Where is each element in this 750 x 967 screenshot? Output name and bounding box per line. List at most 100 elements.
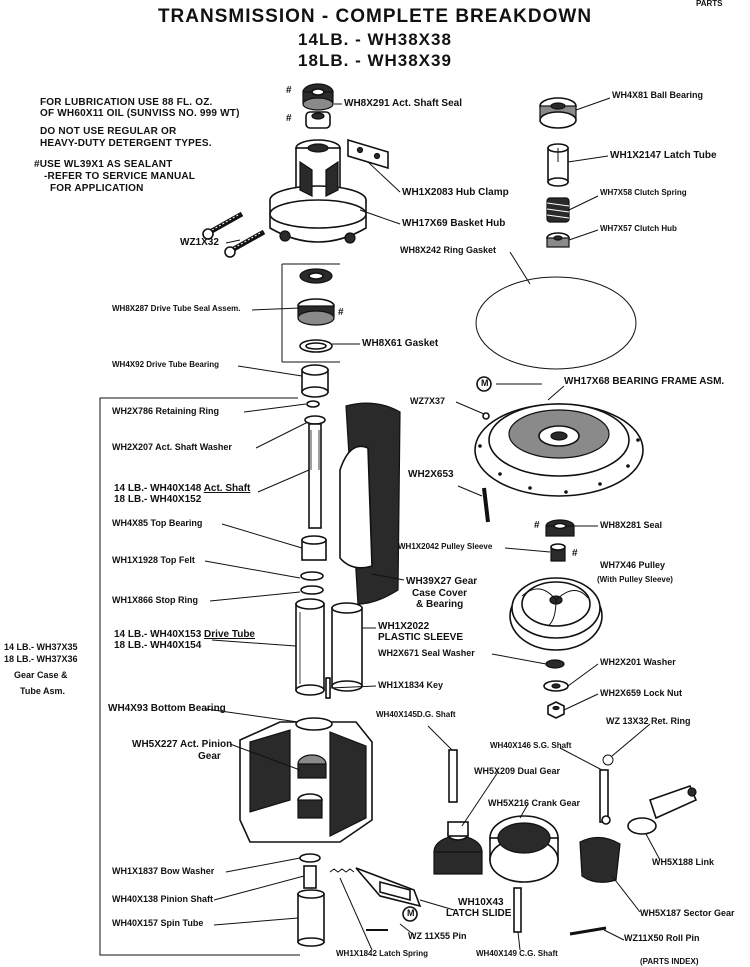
note-line-7: FOR APPLICATION — [50, 183, 144, 194]
label-drive-tube-14: 14 LB.- WH40X153 Drive Tube — [114, 629, 255, 641]
note-line-4: HEAVY-DUTY DETERGENT TYPES. — [40, 138, 212, 149]
note-line-5: #USE WL39X1 AS SEALANT — [34, 159, 173, 170]
latch-tube-illustration — [547, 143, 569, 187]
m-marker-circle-top — [476, 376, 492, 392]
basket-hub-illustration — [269, 139, 367, 244]
seal-281-illustration — [545, 519, 575, 537]
label-pinion-shaft: WH40X138 Pinion Shaft — [112, 894, 214, 904]
screws-illustration — [202, 211, 266, 258]
label-gear-case-4: Tube Asm. — [20, 686, 66, 696]
label-lock-nut: WH2X659 Lock Nut — [600, 688, 683, 698]
label-latch-spring: WH1X1842 Latch Spring — [336, 949, 429, 958]
link-illustration — [627, 784, 698, 835]
gear-case-illustration — [239, 717, 373, 843]
sealant-marker-4: # — [534, 520, 540, 531]
note-line-3: DO NOT USE REGULAR OR — [40, 126, 177, 137]
label-drive-tube-seal: WH8X287 Drive Tube Seal Assem. — [112, 304, 241, 313]
label-basket-hub: WH17X69 Basket Hub — [402, 218, 506, 229]
label-roll-pin: WZ11X50 Roll Pin — [624, 933, 700, 943]
label-pulley-note: (With Pulley Sleeve) — [597, 575, 673, 584]
label-wh2x653: WH2X653 — [408, 469, 454, 480]
label-sg-shaft: WH40X146 S.G. Shaft — [490, 741, 572, 750]
sector-gear-illustration — [579, 815, 621, 883]
label-latch-slide-2: LATCH SLIDE — [446, 908, 512, 919]
note-line-2: OF WH60X11 OIL (SUNVISS NO. 999 WT) — [40, 108, 240, 119]
label-gasket: WH8X61 Gasket — [362, 338, 439, 349]
label-pulley: WH7X46 Pulley — [600, 560, 666, 570]
label-retaining-ring: WH2X786 Retaining Ring — [112, 406, 220, 416]
drive-tube-seal-box — [281, 263, 340, 363]
crank-gear-illustration — [489, 815, 559, 883]
wh2x653-part — [482, 487, 490, 523]
label-gear-case-cover-1: WH39X27 Gear — [406, 576, 478, 587]
label-cg-shaft: WH40X149 C.G. Shaft — [476, 949, 558, 958]
label-pinion-gear-1: WH5X227 Act. Pinion — [132, 739, 233, 750]
label-bow-washer: WH1X1837 Bow Washer — [112, 866, 215, 876]
label-hub-clamp: WH1X2083 Hub Clamp — [402, 187, 509, 198]
label-spin-tube: WH40X157 Spin Tube — [112, 918, 204, 928]
label-gear-case-3: Gear Case & — [14, 670, 68, 680]
sealant-marker-2: # — [286, 113, 292, 124]
label-link: WH5X188 Link — [652, 857, 715, 867]
label-gear-case-1: 14 LB.- WH37X35 — [4, 642, 78, 652]
label-key: WH1X1834 Key — [378, 680, 444, 690]
label-act-shaft-14: 14 LB.- WH40X148 Act. Shaft — [114, 483, 251, 495]
model-14lb: 14LB. - WH38X38 — [298, 30, 452, 49]
dg-shaft-part — [448, 749, 458, 803]
sealant-marker-5: # — [572, 548, 578, 559]
label-latch-tube: WH1X2147 Latch Tube — [610, 150, 717, 161]
gear-case-bracket — [99, 397, 300, 956]
label-plastic-sleeve-2: PLASTIC SLEEVE — [378, 632, 464, 643]
label-washer-201: WH2X201 Washer — [600, 657, 676, 667]
label-pin: WZ 11X55 Pin — [408, 931, 467, 941]
label-top-felt: WH1X1928 Top Felt — [112, 555, 195, 565]
hub-clamp-illustration — [347, 138, 389, 170]
seal-washer-part — [545, 659, 565, 669]
act-shaft-14-name: Act. Shaft — [203, 483, 251, 494]
drive-tube-14-prefix: 14 LB.- WH40X153 — [114, 629, 202, 640]
spin-tube-illustration — [297, 889, 325, 947]
label-wz7x37: WZ7X37 — [410, 396, 446, 406]
model-18lb: 18LB. - WH38X39 — [298, 51, 452, 70]
bow-washer-part — [299, 853, 321, 863]
label-gear-case-cover-3: & Bearing — [416, 599, 464, 610]
drive-tube-illustration — [295, 598, 325, 696]
label-dg-shaft: WH40X145D.G. Shaft — [376, 710, 456, 719]
latch-slide-illustration — [329, 867, 422, 908]
wz7x37-part — [482, 412, 490, 420]
pulley-illustration — [509, 577, 603, 651]
label-act-shaft-18: 18 LB.- WH40X152 — [114, 494, 202, 505]
roll-pin-part — [569, 926, 607, 936]
page-title: TRANSMISSION - COMPLETE BREAKDOWN — [157, 6, 593, 27]
label-top-bearing: WH4X85 Top Bearing — [112, 518, 203, 528]
note-line-1: FOR LUBRICATION USE 88 FL. OZ. — [40, 97, 213, 108]
label-clutch-hub: WH7X57 Clutch Hub — [600, 224, 677, 233]
ret-ring-part — [602, 754, 614, 766]
pinion-shaft-part — [303, 865, 317, 889]
lock-nut-part — [547, 701, 565, 719]
label-dual-gear: WH5X209 Dual Gear — [474, 766, 561, 776]
m-marker-bottom: M — [407, 908, 415, 918]
label-drive-tube-18: 18 LB.- WH40X154 — [114, 640, 202, 651]
cg-shaft-part — [513, 887, 522, 933]
corner-label: PARTS — [696, 0, 723, 8]
act-shaft-stack — [300, 400, 327, 595]
leader-lines — [204, 97, 661, 951]
footer-partial-text: (PARTS INDEX) — [640, 957, 699, 966]
label-bottom-bearing: WH4X93 Bottom Bearing — [108, 703, 226, 714]
drive-tube-bearing-illustration — [301, 364, 329, 398]
gear-case-cover-illustration — [339, 402, 401, 605]
label-stop-ring: WH1X866 Stop Ring — [112, 595, 199, 605]
act-shaft-14-prefix: 14 LB.- WH40X148 — [114, 483, 202, 494]
clutch-hub-illustration — [546, 232, 570, 248]
label-ball-bearing: WH4X81 Ball Bearing — [612, 90, 704, 100]
label-drive-tube-bearing: WH4X92 Drive Tube Bearing — [112, 360, 219, 369]
bearing-frame-illustration — [474, 403, 644, 497]
label-gear-case-2: 18 LB.- WH37X36 — [4, 654, 78, 664]
ring-gasket-illustration — [475, 276, 637, 370]
label-pulley-sleeve: WH1X2042 Pulley Sleeve — [398, 542, 493, 551]
label-latch-slide-1: WH10X43 — [458, 897, 504, 908]
label-act-shaft-washer: WH2X207 Act. Shaft Washer — [112, 442, 232, 452]
plastic-sleeve-illustration — [331, 602, 363, 692]
